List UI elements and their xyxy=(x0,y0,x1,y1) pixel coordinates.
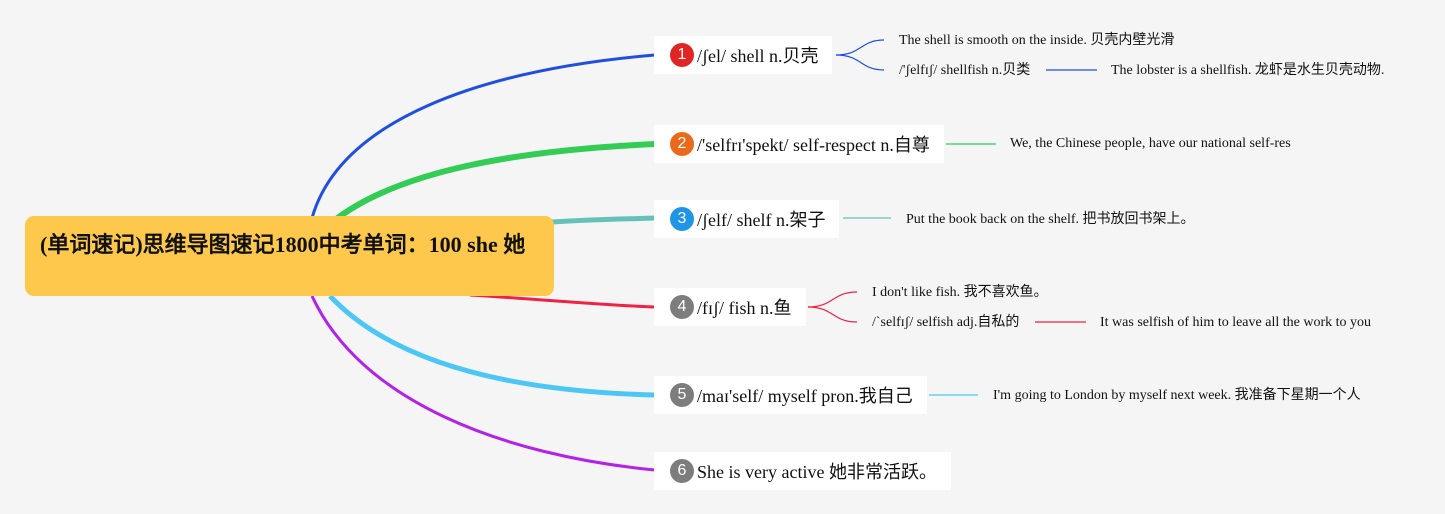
subtopic-4b-example[interactable]: It was selfish of him to leave all the w… xyxy=(1100,315,1371,330)
root-node[interactable]: (单词速记)思维导图速记1800中考单词：100 she 她 xyxy=(25,216,554,296)
subtopic-4a[interactable]: I don't like fish. 我不喜欢鱼。 xyxy=(872,285,1048,300)
sub-connector-1a xyxy=(835,39,885,56)
branch-node-2[interactable]: 2 /'selfrɪ'spekt/ self-respect n.自尊 xyxy=(654,125,944,163)
branch-node-6[interactable]: 6 She is very active 她非常活跃。 xyxy=(654,452,951,490)
subtopic-1b[interactable]: /'ʃelfɪʃ/ shellfish n.贝类 xyxy=(899,63,1031,78)
branch-connector-3 xyxy=(551,215,656,225)
sub-connector-1b xyxy=(835,54,885,71)
branch-node-3[interactable]: 3 /ʃelf/ shelf n.架子 xyxy=(654,200,840,238)
number-badge-6: 6 xyxy=(670,459,694,483)
number-badge-1: 1 xyxy=(670,43,694,67)
branch-label-4: /fɪʃ/ fish n.鱼 xyxy=(697,298,792,318)
subtopic-2a[interactable]: We, the Chinese people, have our nationa… xyxy=(1010,136,1291,151)
subtopic-1a[interactable]: The shell is smooth on the inside. 贝壳内壁光… xyxy=(899,33,1175,48)
branch-label-5: /maɪ'self/ myself pron.我自己 xyxy=(697,386,913,406)
sub-connector-4a xyxy=(807,291,858,308)
branch-node-5[interactable]: 5 /maɪ'self/ myself pron.我自己 xyxy=(654,376,927,414)
branch-label-6: She is very active 她非常活跃。 xyxy=(697,462,937,482)
branch-connector-1 xyxy=(310,53,656,219)
branch-label-1: /ʃel/ shell n.贝壳 xyxy=(697,46,819,66)
number-badge-5: 5 xyxy=(670,383,694,407)
branch-label-2: /'selfrɪ'spekt/ self-respect n.自尊 xyxy=(697,135,930,155)
sub-connector-4b xyxy=(807,306,858,323)
number-badge-3: 3 xyxy=(670,207,694,231)
number-badge-4: 4 xyxy=(670,295,694,319)
branch-connector-5 xyxy=(328,294,656,398)
branch-connector-2 xyxy=(333,141,656,223)
subtopic-3a[interactable]: Put the book back on the shelf. 把书放回书架上。 xyxy=(906,212,1195,227)
subtopic-4b[interactable]: /ˋselfɪʃ/ selfish adj.自私的 xyxy=(872,315,1020,330)
branch-connector-4 xyxy=(469,293,656,309)
branch-label-3: /ʃelf/ shelf n.架子 xyxy=(697,210,826,230)
branch-node-4[interactable]: 4 /fɪʃ/ fish n.鱼 xyxy=(654,288,806,326)
subtopic-1b-example[interactable]: The lobster is a shellfish. 龙虾是水生贝壳动物. xyxy=(1111,63,1385,78)
branch-node-1[interactable]: 1 /ʃel/ shell n.贝壳 xyxy=(654,36,833,74)
subtopic-5a[interactable]: I'm going to London by myself next week.… xyxy=(993,388,1361,403)
number-badge-2: 2 xyxy=(670,132,694,156)
branch-connector-6 xyxy=(310,295,656,472)
